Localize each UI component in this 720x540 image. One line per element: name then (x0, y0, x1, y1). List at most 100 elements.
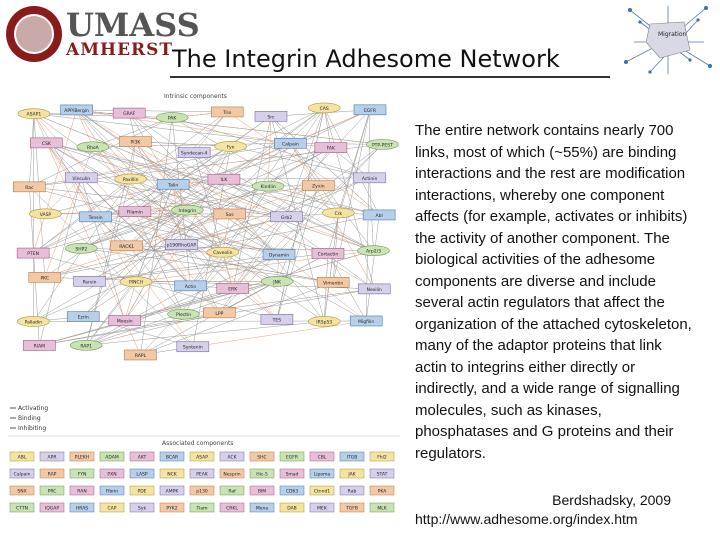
network-edge (32, 213, 46, 254)
network-node-label: RIAM (34, 343, 46, 349)
associated-node-label: PEAK (196, 472, 209, 478)
network-edge (44, 146, 94, 278)
associated-node: AKT (129, 451, 155, 462)
network-node-label: Filamin (127, 210, 143, 216)
network-node: Caveolin (206, 246, 240, 258)
network-node-label: PTP-PEST (372, 142, 393, 148)
network-node-label: Syntenin (183, 345, 203, 351)
associated-node-label: Fibrin (106, 489, 118, 495)
network-node-label: APP/Bergin (64, 108, 89, 114)
network-edge (223, 178, 375, 290)
network-node: Calpain (274, 137, 307, 149)
network-node-label: PKC (40, 275, 49, 281)
network-node: Syntenin (176, 341, 210, 353)
network-edge (134, 111, 228, 212)
associated-node-label: FYN (78, 472, 87, 478)
legend-activating: Activating (18, 405, 48, 412)
network-edge (29, 117, 173, 188)
citation-url[interactable]: http://www.adhesome.org/index.htm (415, 511, 638, 527)
associated-node-label: PYK2 (166, 506, 177, 512)
network-node: Dynamin (262, 249, 296, 260)
network-node: PTP-PEST (366, 139, 399, 150)
associated-node-label: CRKL (226, 506, 238, 512)
adhesome-network-figure: Intrinsic components ASAP1APP/BerginGRAF… (4, 86, 404, 536)
network-node-label: CSK (42, 141, 52, 147)
associated-node: Mena (249, 502, 275, 513)
network-edge (46, 142, 367, 322)
network-edge (83, 281, 137, 317)
associated-node-label: CBL (318, 455, 327, 461)
associated-node-label: JAK (347, 472, 356, 478)
associated-node-label: Lipoma (314, 472, 331, 478)
network-edge (232, 116, 272, 289)
network-edge (86, 254, 280, 346)
network-edge (33, 109, 371, 254)
network-node-label: Plectin (176, 312, 191, 318)
network-node-label: TES (272, 317, 282, 323)
network-edge (46, 142, 184, 315)
network-edge (187, 107, 325, 211)
network-edge (124, 244, 182, 321)
network-edge (227, 111, 380, 216)
network-node: Moesin (108, 315, 142, 326)
network-edge (76, 109, 223, 253)
network-node: Integrin (171, 204, 204, 216)
network-edge (124, 209, 188, 321)
network-node: RACK1 (110, 240, 143, 252)
associated-node-label: DAB (287, 506, 297, 512)
network-edge (135, 141, 278, 320)
associated-node: ABL (9, 451, 35, 462)
network-node: Cortactin (311, 248, 345, 259)
associated-node-label: RAN (77, 489, 86, 495)
network-node: Parvin (73, 275, 106, 287)
network-node: PAK (155, 112, 189, 123)
associated-node: ASAP (189, 451, 215, 462)
network-node-label: Paxillin (123, 177, 139, 183)
network-node: PI3K (119, 136, 152, 147)
associated-node-label: PDE (137, 489, 146, 495)
network-edge (338, 109, 371, 213)
associated-node-label: Rab (348, 489, 357, 495)
network-edge (135, 184, 174, 282)
legend: Activating Binding Inhibiting (10, 405, 48, 432)
network-edge (140, 253, 329, 356)
associated-node-label: LASP (136, 472, 148, 478)
associated-node-label: SHC (257, 455, 266, 461)
associated-node: Lipoma (309, 468, 335, 479)
network-node-label: IRSp53 (316, 319, 332, 325)
associated-node-label: PRC (48, 489, 57, 495)
network-node: CSK (30, 137, 63, 149)
associated-node-label: TGFB (345, 506, 358, 512)
title-underline (170, 76, 610, 78)
associated-node: BCAR (159, 451, 185, 462)
network-node-label: Actinin (362, 176, 378, 182)
associated-node: STAT (369, 468, 395, 479)
network-node-label: PI3K (131, 140, 142, 146)
associated-node: Smad (279, 468, 305, 479)
associated-node-label: AMPK (166, 489, 180, 495)
associated-node-label: ABL (18, 455, 27, 461)
network-edge (39, 177, 82, 346)
network-node: Talin (156, 178, 190, 190)
university-seal-icon (6, 6, 62, 62)
associated-node-label: BCAR (166, 455, 178, 461)
network-edge (76, 109, 94, 147)
associated-node-label: CD63 (286, 489, 298, 495)
associated-node-label: BIM (258, 489, 266, 495)
associated-node: LASP (129, 468, 155, 479)
associated-node: PXN (99, 468, 125, 479)
network-node-label: Vinculin (72, 176, 90, 182)
associated-node: PRC (39, 485, 65, 496)
network-node: Paxillin (114, 173, 147, 185)
network-node-label: Tensin (88, 215, 103, 221)
thumbnail-label: Migration (658, 31, 686, 38)
associated-node: MLK (369, 502, 395, 513)
associated-node-label: Mena (256, 506, 269, 512)
associated-node: NCK (159, 468, 185, 479)
network-edge (81, 177, 287, 218)
associated-node-label: CTTN (16, 506, 28, 512)
network-node: Grb2 (270, 211, 303, 223)
network-node-label: Syndecan-4 (181, 151, 208, 157)
